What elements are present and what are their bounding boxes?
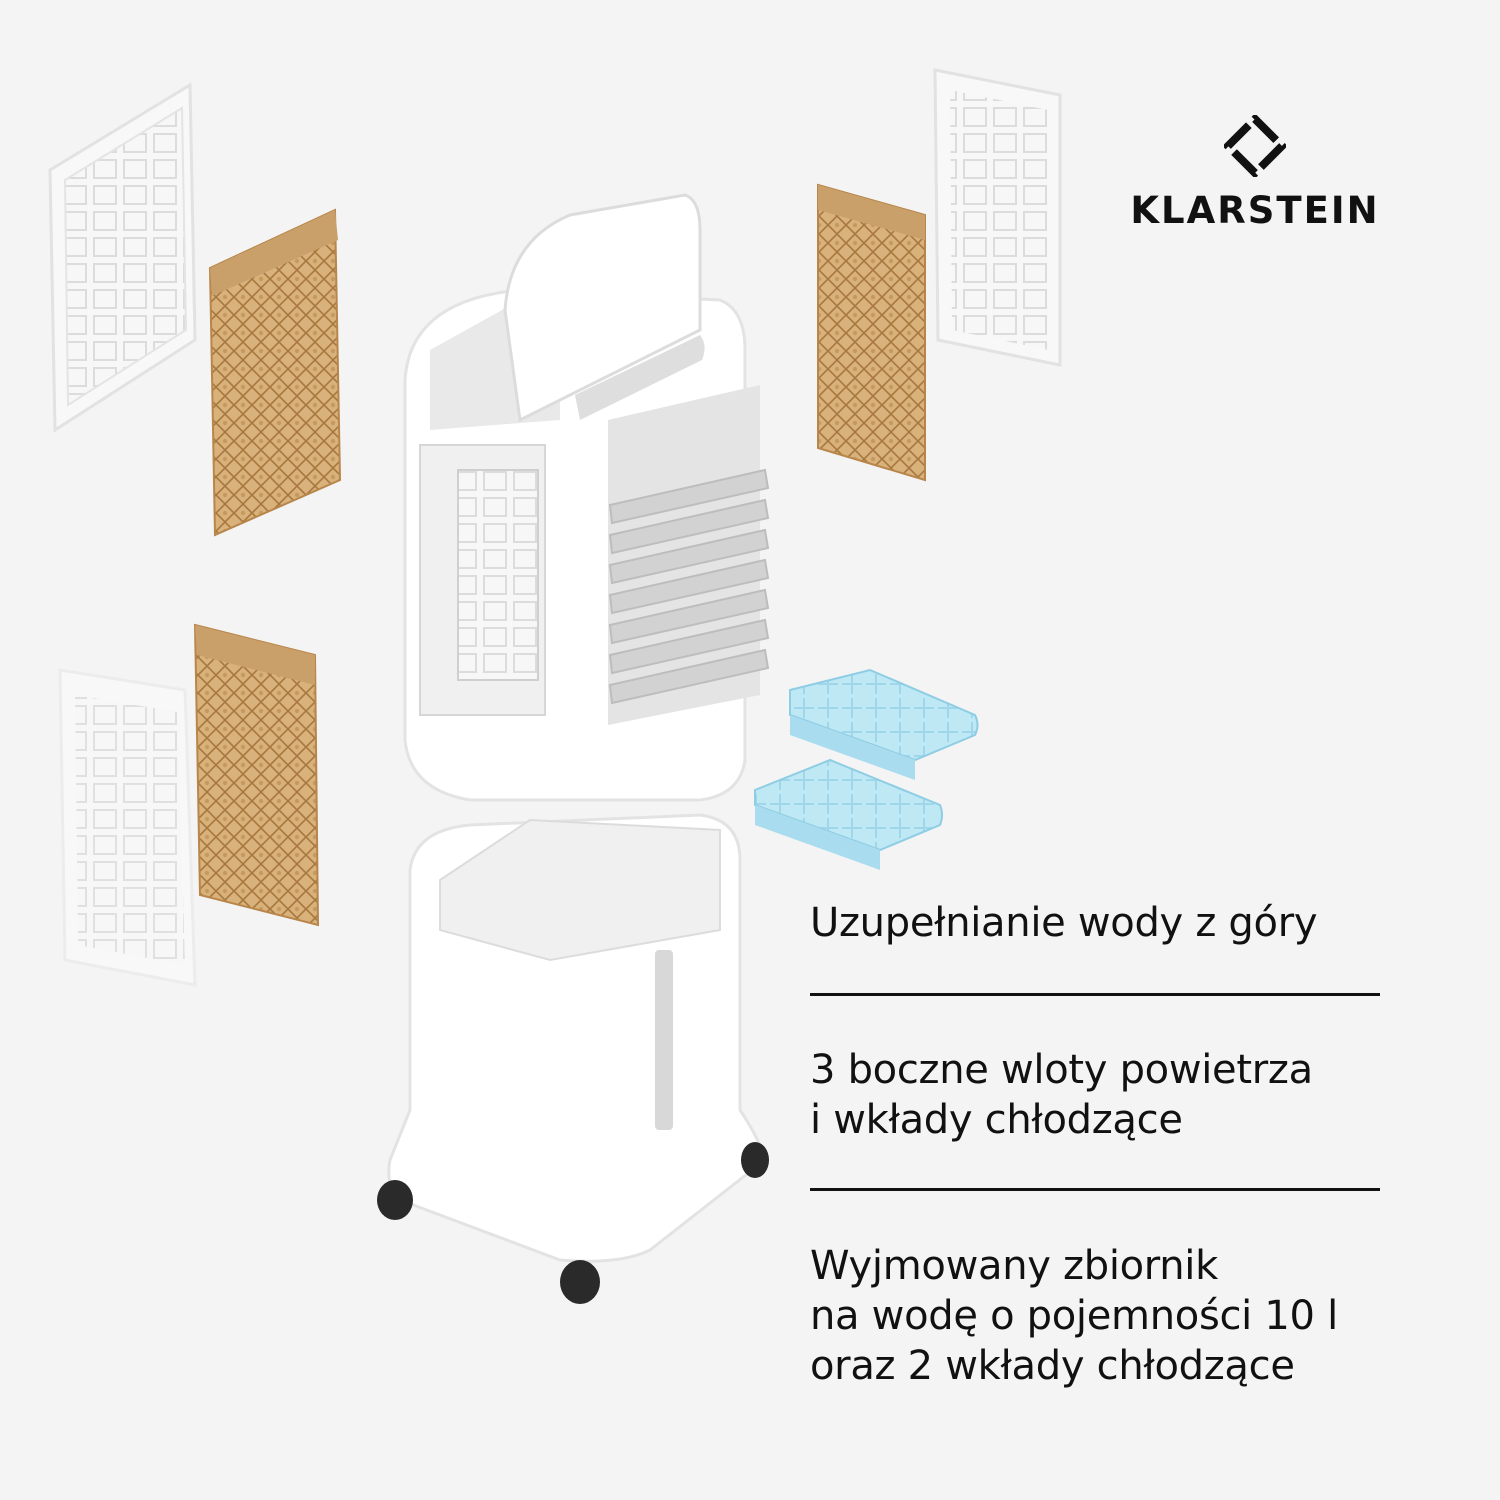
brand-name: KLARSTEIN xyxy=(1130,189,1380,232)
ice-pack-bottom xyxy=(754,758,943,870)
brand: KLARSTEIN xyxy=(1120,115,1390,232)
filter-frame-top-right xyxy=(933,68,1062,367)
klarstein-diamond-logo-icon xyxy=(1224,115,1286,177)
divider xyxy=(810,1188,1380,1191)
cooling-pad-bottom-left xyxy=(193,623,320,927)
feature-top-fill: Uzupełnianie wody z góry xyxy=(810,900,1318,946)
water-tank-base xyxy=(387,813,767,1263)
cooling-pad-top-right xyxy=(817,183,926,482)
wheels xyxy=(377,1142,769,1304)
filter-frame-bottom-left xyxy=(58,668,197,987)
feature-side-inlets: 3 boczne wloty powietrza i wkłady chłodz… xyxy=(810,1047,1313,1143)
filter-frame-top-left xyxy=(48,82,197,433)
divider xyxy=(810,993,1380,996)
ice-pack-top xyxy=(789,668,979,780)
feature-water-tank: Wyjmowany zbiornik na wodę o pojemności … xyxy=(810,1243,1338,1389)
cooler-upper-body xyxy=(403,193,770,802)
cooling-pad-top-left xyxy=(208,208,342,537)
